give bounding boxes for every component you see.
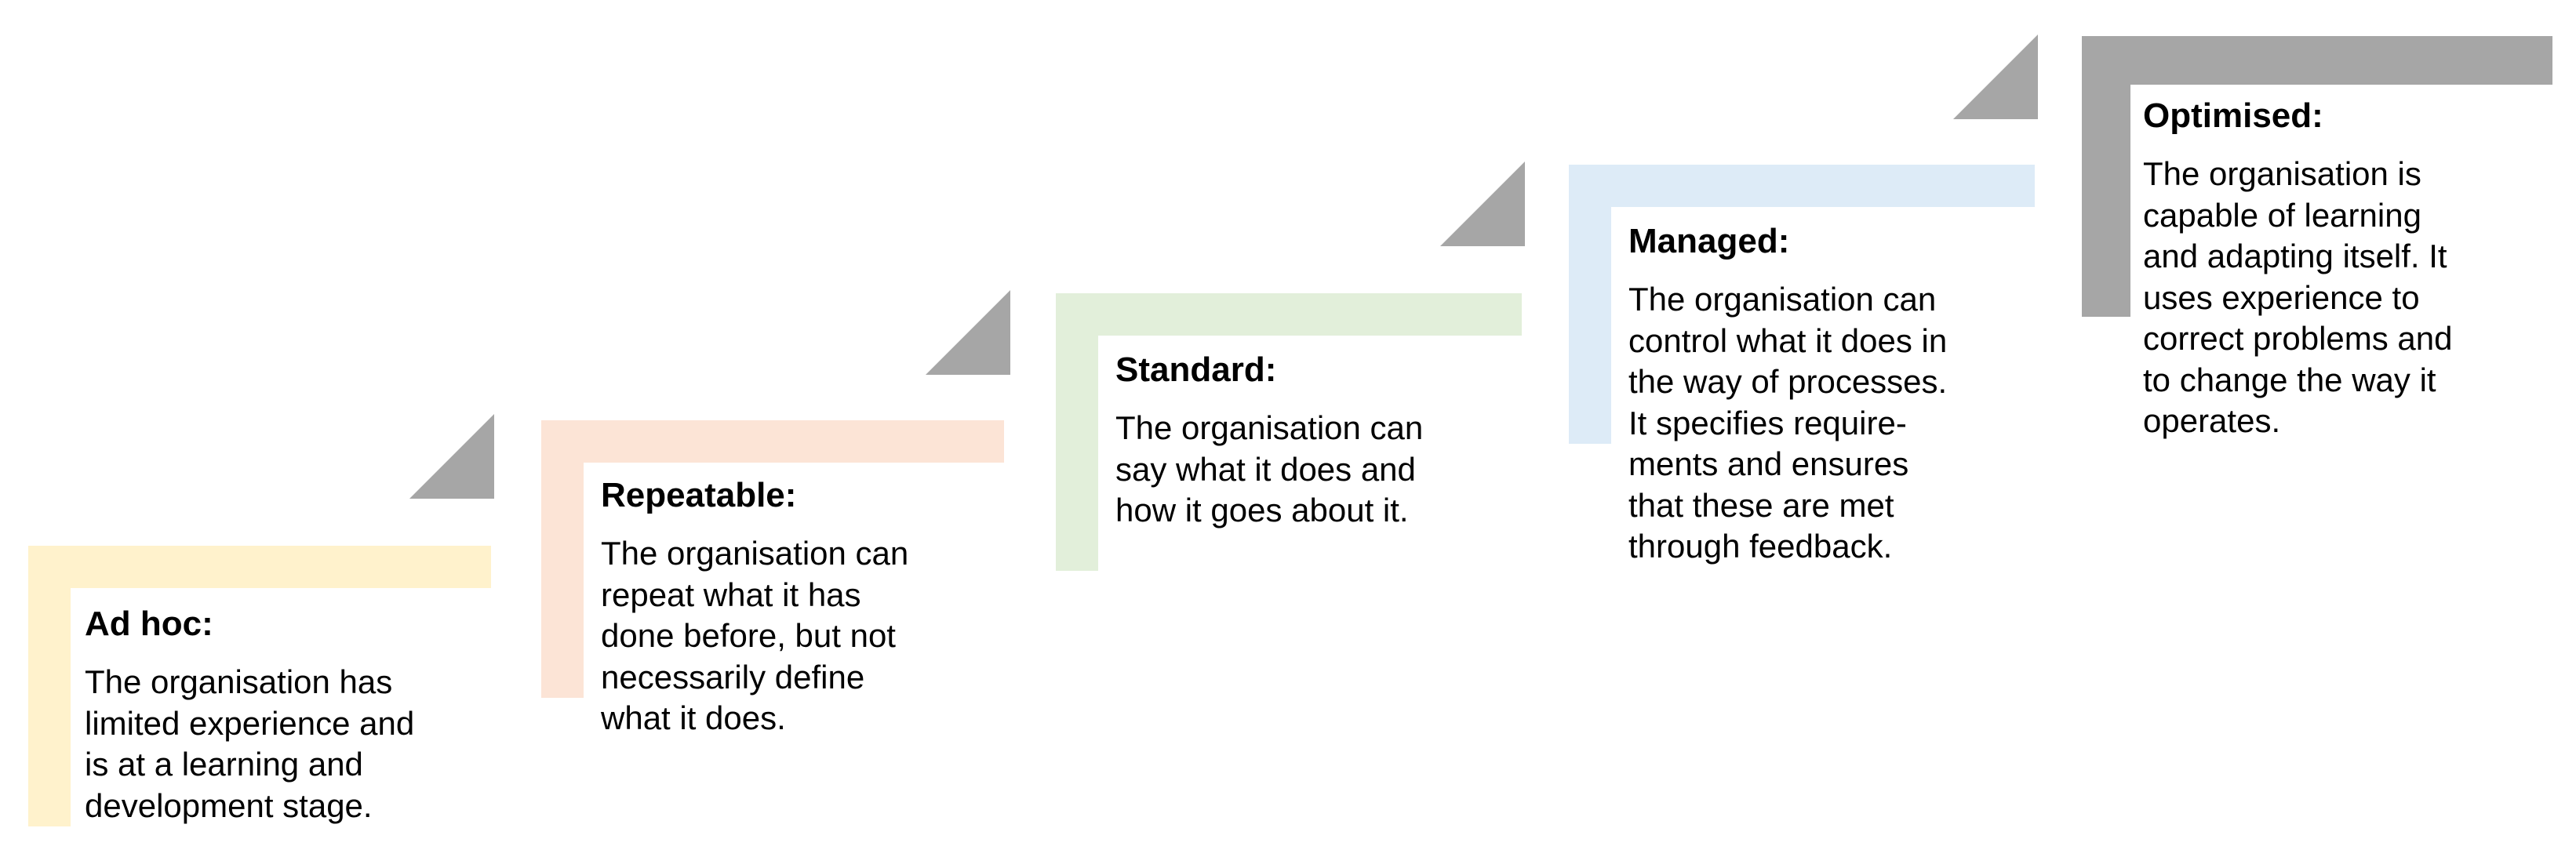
bracket-top-bar [2082,36,2552,85]
step-description: The organisation is capable of learning … [2143,155,2453,439]
step-description: The organisation can say what it does an… [1115,409,1424,528]
step-description: The organisation can repeat what it has … [601,535,909,736]
step-arrow-triangle [926,290,1010,375]
step-text-optimised: Optimised: The organisation is capable o… [2143,96,2551,442]
bracket-left-bar [541,420,584,698]
step-text-ad-hoc: Ad hoc: The organisation has limited exp… [85,604,493,826]
bracket-left-bar [2082,36,2130,317]
bracket-top-bar [541,420,1004,463]
step-title: Repeatable: [601,476,797,514]
step-bracket-standard [1056,293,1522,571]
step-arrow-triangle [1953,35,2038,119]
bracket-left-bar [28,546,71,826]
bracket-top-bar [1569,165,2035,207]
step-bracket-ad-hoc [28,546,491,826]
step-title: Ad hoc: [85,605,213,643]
step-bracket-optimised [2082,36,2552,317]
step-description: The organisation can control what it doe… [1628,281,1948,565]
step-title: Standard: [1115,350,1277,389]
step-title: Optimised: [2143,96,2323,135]
bracket-left-bar [1056,293,1098,571]
bracket-left-bar [1569,165,1611,444]
step-text-managed: Managed: The organisation can control wh… [1628,221,2036,568]
bracket-top-bar [1056,293,1522,336]
step-text-standard: Standard: The organisation can say what … [1115,350,1523,532]
step-arrow-triangle [409,414,494,499]
step-bracket-managed [1569,165,2035,444]
step-bracket-repeatable [541,420,1004,698]
step-arrow-triangle [1440,162,1525,246]
step-text-repeatable: Repeatable: The organisation can repeat … [601,475,1009,739]
step-description: The organisation has limited experience … [85,663,415,824]
step-title: Managed: [1628,222,1790,260]
bracket-top-bar [28,546,491,588]
